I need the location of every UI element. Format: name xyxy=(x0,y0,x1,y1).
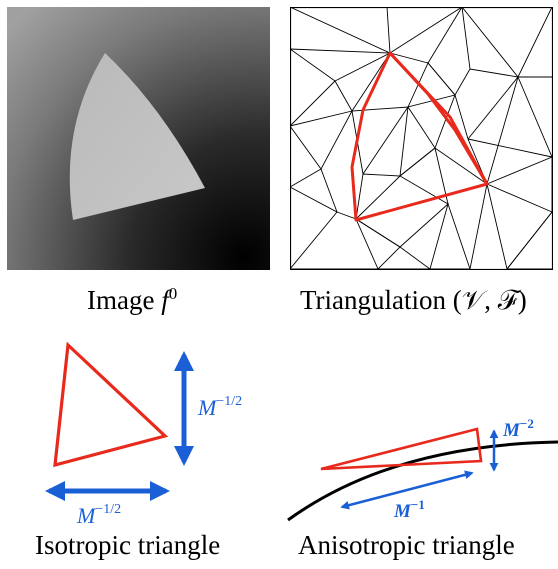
anisotropic-diagram: M−2 M−1 xyxy=(282,405,558,525)
mesh-border xyxy=(289,6,554,271)
caption-triangulation: Triangulation (𝒱, ℱ) xyxy=(300,285,527,317)
caption-isotropic: Isotropic triangle xyxy=(35,530,221,560)
caption-tri-sep: , xyxy=(484,285,498,315)
caption-image-text: Image xyxy=(87,285,162,315)
triangulation-panel xyxy=(288,6,554,271)
vertical-label: M−1/2 xyxy=(197,394,242,420)
curve xyxy=(287,440,558,522)
grayscale-image xyxy=(7,7,270,270)
contour-polyline xyxy=(350,51,489,222)
caption-image-var: f xyxy=(161,285,169,315)
image-f0-panel xyxy=(7,7,270,270)
mesh-edges xyxy=(288,6,553,271)
anisotropic-svg: M−2 M−1 xyxy=(287,416,558,522)
isotropic-diagram: M−1/2 M−1/2 xyxy=(0,330,278,540)
isotropic-triangle xyxy=(53,341,169,468)
long-label: M−1 xyxy=(393,497,425,522)
caption-image-sup: 0 xyxy=(168,284,178,303)
image-shape xyxy=(69,53,205,220)
long-arrow xyxy=(340,470,474,510)
caption-tri-v: 𝒱 xyxy=(461,285,485,315)
caption-anisotropic: Anisotropic triangle xyxy=(298,530,515,560)
caption-tri-text: Triangulation ( xyxy=(300,285,462,315)
anisotropic-triangle xyxy=(320,427,483,471)
horizontal-label: M−1/2 xyxy=(76,502,121,528)
caption-tri-f: ℱ xyxy=(497,285,518,315)
caption-image: Image f0 xyxy=(87,285,177,316)
isotropic-svg: M−1/2 M−1/2 xyxy=(45,341,242,528)
triangulation-mesh xyxy=(288,6,554,271)
caption-tri-close: ) xyxy=(517,285,527,315)
short-label: M−2 xyxy=(502,416,534,441)
